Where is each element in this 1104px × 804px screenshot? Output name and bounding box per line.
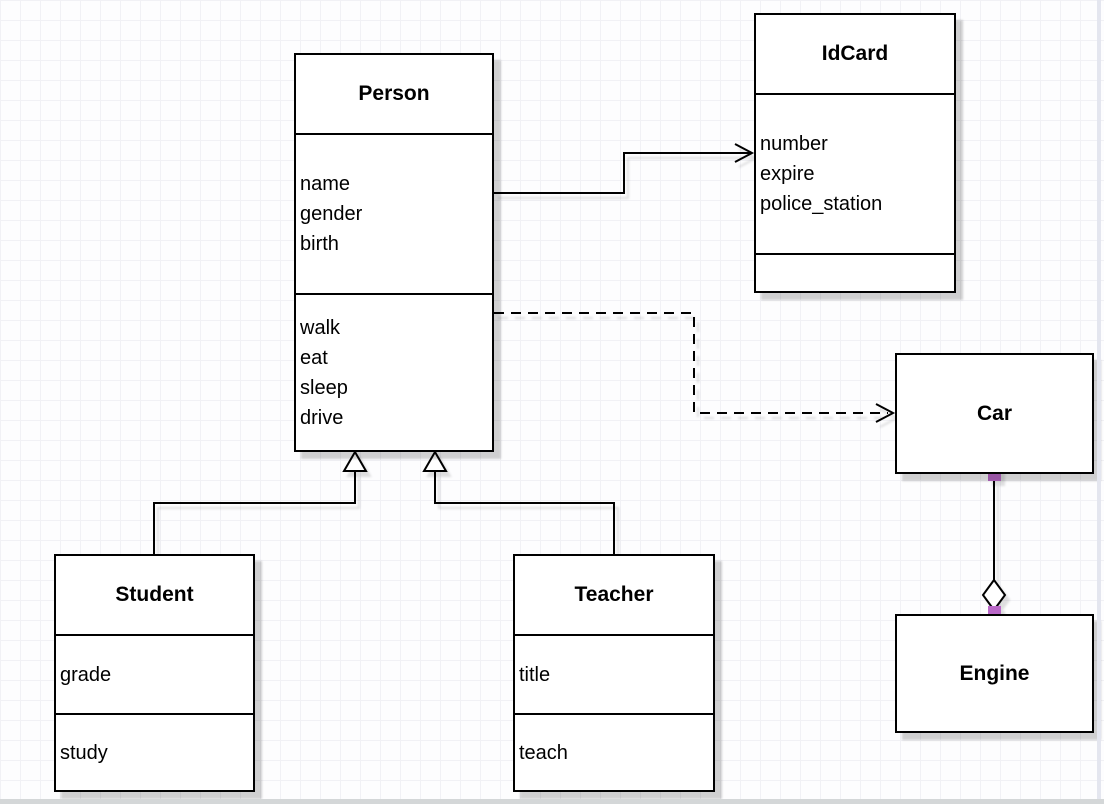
class-box-idcard[interactable]: IdCard number expire police_station: [754, 13, 956, 293]
dependency-connector-person-car[interactable]: [494, 312, 896, 423]
class-title: Car: [976, 401, 1013, 425]
canvas-bottom-edge: [0, 799, 1104, 804]
canvas-right-edge: [1097, 0, 1101, 804]
class-box-car[interactable]: Car: [895, 353, 1094, 474]
aggregation-connector-car-engine[interactable]: [981, 468, 1007, 619]
method-row[interactable]: walk: [300, 316, 341, 339]
attributes-section: title: [515, 634, 713, 713]
attributes-section: number expire police_station: [756, 93, 954, 253]
hollow-diamond-icon: [981, 578, 1007, 612]
class-title: Engine: [959, 661, 1030, 685]
methods-section: study: [56, 713, 253, 790]
class-box-teacher[interactable]: Teacher title teach: [513, 554, 715, 792]
open-arrowhead-icon: [875, 403, 896, 423]
class-box-student[interactable]: Student grade study: [54, 554, 255, 792]
attributes-section: name gender birth: [296, 133, 492, 293]
hollow-triangle-arrowhead-icon: [342, 450, 368, 472]
attribute-row[interactable]: number: [760, 133, 828, 155]
attribute-row[interactable]: police_station: [760, 193, 883, 215]
method-row[interactable]: sleep: [300, 376, 348, 399]
attribute-row[interactable]: grade: [60, 663, 112, 686]
class-title: Person: [358, 82, 430, 105]
class-title: Student: [115, 583, 194, 606]
attribute-row[interactable]: title: [519, 663, 551, 686]
class-box-engine[interactable]: Engine: [895, 614, 1094, 733]
attribute-row[interactable]: name: [300, 173, 351, 195]
attribute-row[interactable]: gender: [300, 203, 363, 225]
generalization-connector-teacher-person[interactable]: [422, 450, 615, 554]
hollow-triangle-arrowhead-icon: [422, 450, 448, 472]
method-row[interactable]: drive: [300, 406, 344, 429]
class-title: IdCard: [821, 42, 889, 65]
attributes-section: grade: [56, 634, 253, 713]
method-row[interactable]: study: [60, 741, 108, 764]
class-title: Teacher: [574, 583, 654, 606]
method-row[interactable]: eat: [300, 346, 328, 369]
association-connector-person-idcard[interactable]: [494, 143, 755, 194]
open-arrowhead-icon: [734, 143, 755, 163]
method-row[interactable]: teach: [519, 741, 568, 764]
attribute-row[interactable]: expire: [760, 163, 815, 185]
methods-section: teach: [515, 713, 713, 790]
attribute-row[interactable]: birth: [300, 233, 339, 255]
methods-section: walk eat sleep drive: [296, 293, 492, 450]
generalization-connector-student-person[interactable]: [153, 450, 368, 554]
methods-section-empty: [756, 253, 954, 291]
class-box-person[interactable]: Person name gender birth walk eat sleep …: [294, 53, 494, 452]
